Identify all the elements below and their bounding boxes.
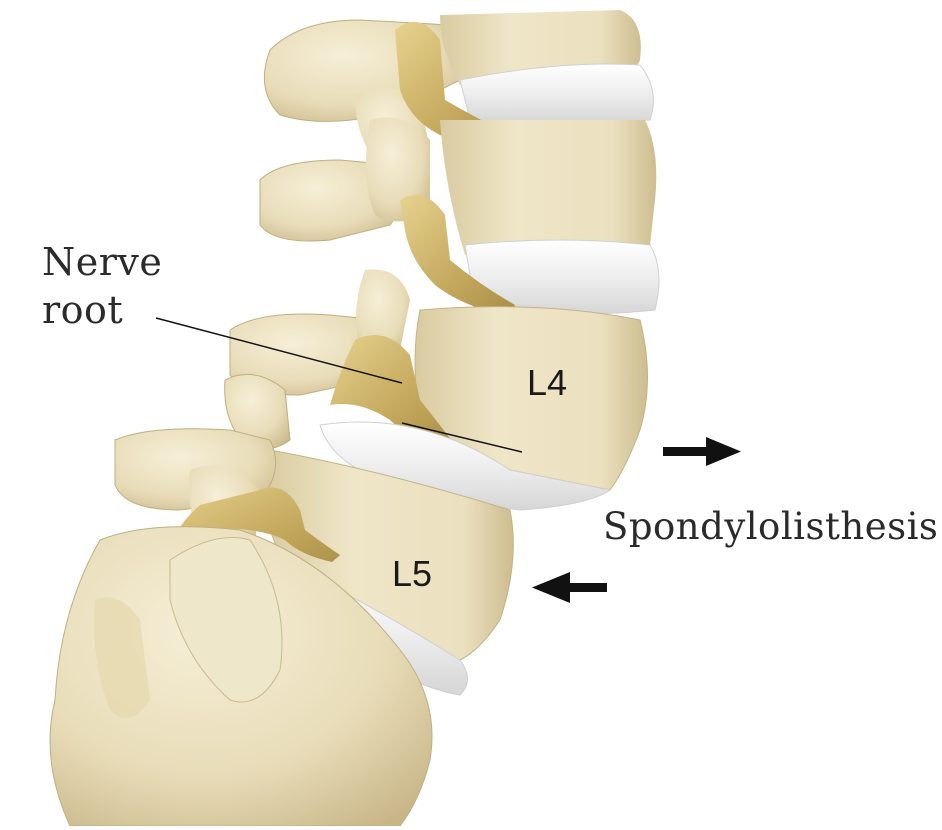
spondylolisthesis-label: Spondylolisthesis — [603, 504, 938, 550]
nerve-root-label-line2: root — [42, 286, 162, 334]
l4-label: L4 — [527, 362, 567, 404]
nerve-root-label: Nerve root — [42, 238, 162, 334]
left-arrow-icon — [532, 572, 607, 603]
vertebra-l3 — [260, 118, 656, 256]
right-arrow-icon — [663, 437, 741, 466]
nerve-root-label-line1: Nerve — [42, 238, 162, 286]
l5-label: L5 — [392, 553, 432, 595]
